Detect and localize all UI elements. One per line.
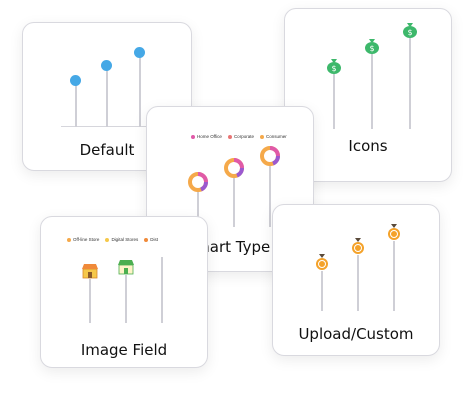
svg-text:$: $ bbox=[407, 28, 412, 37]
legend-swatch bbox=[227, 134, 232, 139]
legend-item: Consumer bbox=[259, 134, 287, 139]
legend-item: Corporate bbox=[227, 134, 254, 139]
legend-label: Consumer bbox=[265, 134, 287, 139]
pin-stem-3 bbox=[161, 257, 163, 323]
legend-swatch bbox=[105, 237, 110, 242]
pin-dot-2 bbox=[101, 60, 112, 71]
legend-label: Off-line Store bbox=[73, 237, 100, 242]
donut-marker bbox=[260, 146, 280, 166]
pin-stem-1 bbox=[89, 279, 91, 323]
svg-text:$: $ bbox=[369, 44, 374, 53]
baseline bbox=[61, 126, 161, 127]
pin-stem-2 bbox=[233, 177, 235, 227]
card-image-field[interactable]: Off-line Store Digital Stores Dist Image… bbox=[40, 216, 208, 368]
money-bag-icon: $ bbox=[327, 59, 341, 74]
pin-stem-1 bbox=[321, 271, 323, 311]
pin-stem-3 bbox=[393, 241, 395, 311]
pin-stem-2 bbox=[106, 68, 108, 127]
card-title: Image Field bbox=[80, 341, 168, 359]
pin-dot-3 bbox=[134, 47, 145, 58]
pin-stem-1 bbox=[75, 83, 77, 127]
pin-stem-2 bbox=[371, 53, 373, 129]
legend-label: Corporate bbox=[233, 134, 254, 139]
donut-marker bbox=[188, 172, 208, 192]
legend: Home Office Corporate Consumer bbox=[191, 134, 287, 139]
card-title: Default bbox=[79, 141, 135, 159]
card-title: Chart Type bbox=[189, 238, 271, 256]
card-title: Upload/Custom bbox=[298, 325, 414, 343]
pin-stem-3 bbox=[409, 37, 411, 129]
award-badge-icon bbox=[352, 238, 364, 254]
legend-swatch bbox=[144, 237, 149, 242]
pin-stem-2 bbox=[357, 255, 359, 311]
legend-swatch bbox=[67, 237, 71, 242]
pin-stem-1 bbox=[333, 73, 335, 129]
legend-label: Home Office bbox=[197, 134, 222, 139]
storefront-icon bbox=[82, 264, 98, 279]
card-default[interactable]: Default bbox=[22, 22, 192, 171]
money-bag-icon: $ bbox=[365, 39, 379, 54]
legend-swatch bbox=[191, 134, 195, 139]
legend-item: Digital Stores bbox=[105, 237, 138, 242]
legend-item: Home Office bbox=[191, 134, 222, 139]
card-upload-custom[interactable]: Upload/Custom bbox=[272, 204, 440, 356]
pin-stem-3 bbox=[269, 163, 271, 227]
legend-swatch bbox=[259, 134, 264, 139]
award-badge-icon bbox=[316, 254, 328, 270]
legend: Off-line Store Digital Stores Dist bbox=[67, 237, 158, 242]
award-badge-icon bbox=[388, 224, 400, 240]
svg-text:$: $ bbox=[331, 64, 336, 73]
storefront-icon bbox=[118, 260, 134, 275]
pin-dot-1 bbox=[70, 75, 81, 86]
pin-stem-3 bbox=[139, 55, 141, 127]
pin-stem-1 bbox=[197, 191, 199, 227]
donut-marker bbox=[224, 158, 244, 178]
legend-item: Dist bbox=[144, 237, 158, 242]
legend-label: Digital Stores bbox=[111, 237, 139, 242]
money-bag-icon: $ bbox=[403, 23, 417, 38]
legend-label: Dist bbox=[150, 237, 158, 242]
card-title: Icons bbox=[348, 137, 388, 155]
legend-item: Off-line Store bbox=[67, 237, 99, 242]
pin-stem-2 bbox=[125, 275, 127, 323]
